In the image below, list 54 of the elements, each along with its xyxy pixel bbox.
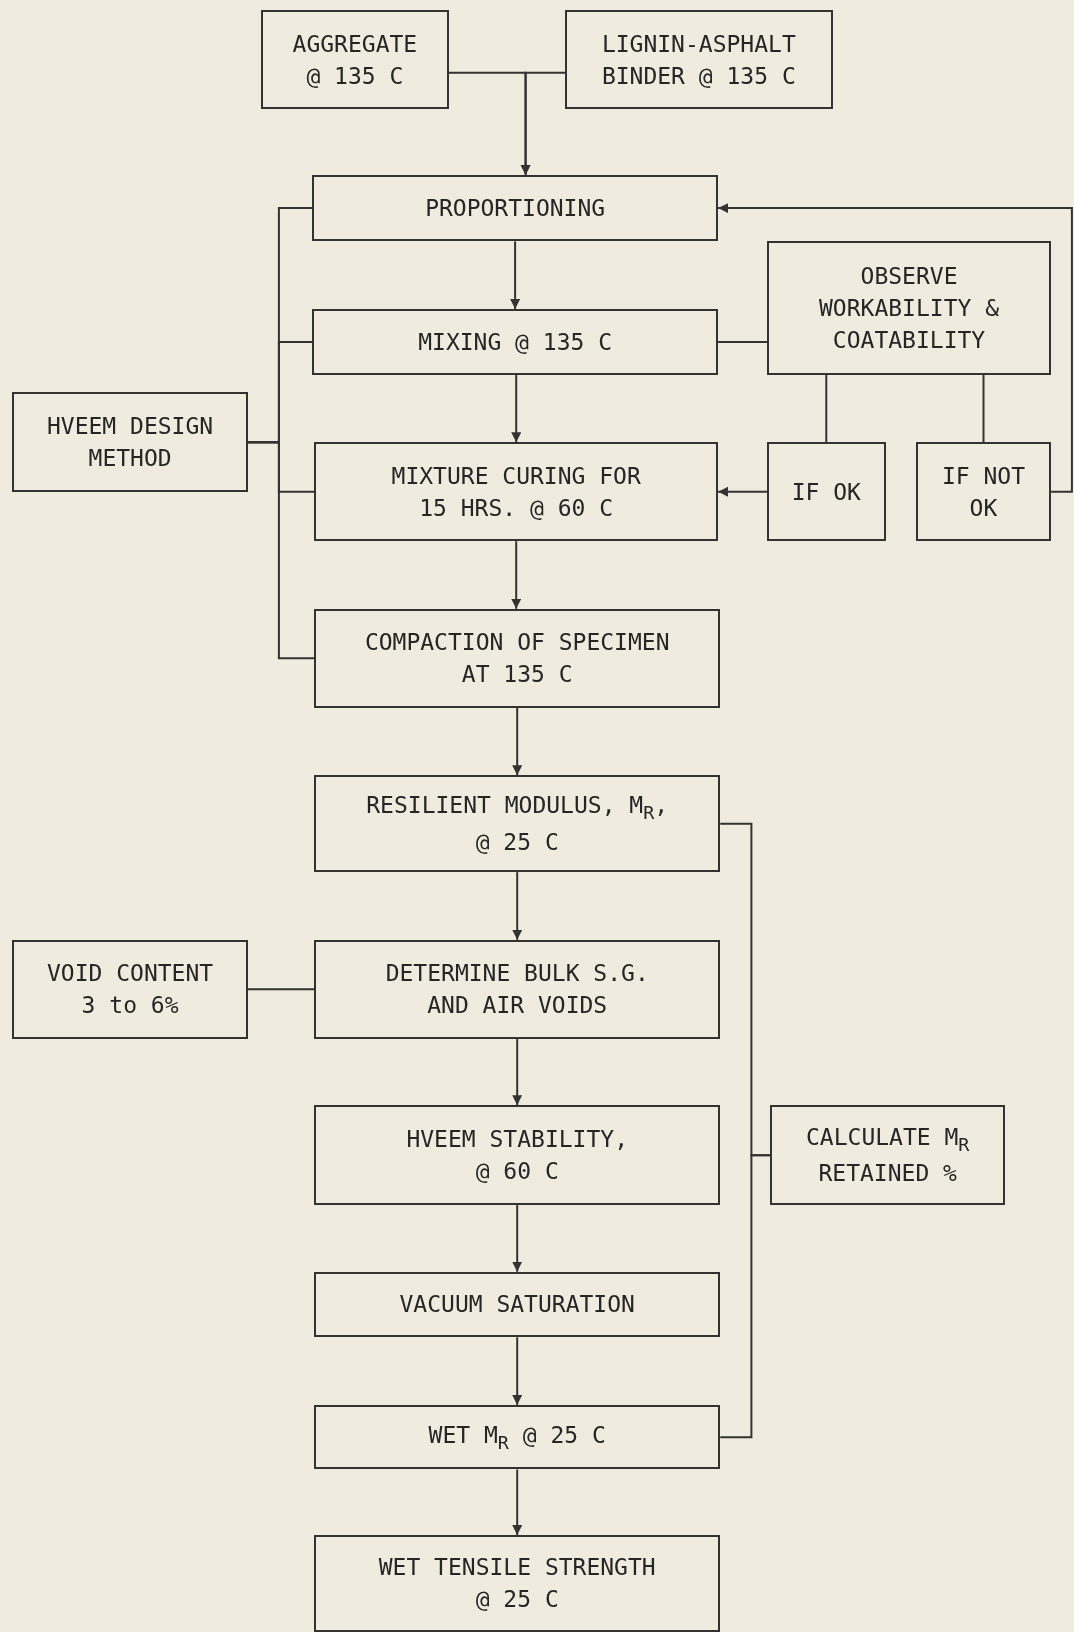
process-box: [565, 10, 833, 110]
arrow: [512, 706, 523, 777]
process-box: [314, 1535, 721, 1632]
box-text: RESILIENT MODULUS, M$_{R}$, @ 25 C: [365, 791, 670, 857]
box-text: WET M$_{R}$ @ 25 C: [428, 1421, 606, 1455]
arrow: [510, 240, 521, 311]
process-box: [314, 1271, 721, 1338]
process-box: [314, 1105, 721, 1206]
arrow: [717, 203, 1073, 493]
arrow: [717, 486, 768, 497]
box-text: MIXING @ 135 C: [418, 327, 613, 357]
connector-line: [246, 988, 316, 991]
box-text: IF NOT OK: [940, 461, 1026, 523]
process-box: [261, 10, 449, 110]
arrow: [512, 1468, 523, 1536]
connector-line: [246, 441, 316, 660]
process-box: [770, 1105, 1006, 1206]
box-text: PROPORTIONING: [425, 194, 606, 224]
connector-line: [982, 373, 985, 444]
box-text: WET TENSILE STRENGTH @ 25 C: [377, 1553, 657, 1615]
arrow: [512, 1204, 523, 1273]
process-box: [312, 174, 719, 242]
arrow: [511, 373, 522, 444]
process-box: [12, 392, 248, 493]
box-text: VACUUM SATURATION: [399, 1290, 635, 1320]
box-text: COMPACTION OF SPECIMEN AT 135 C: [363, 628, 671, 690]
arrow: [512, 1336, 523, 1406]
process-box: [314, 442, 719, 542]
box-text: HVEEM STABILITY, @ 60 C: [405, 1125, 629, 1187]
box-text: VOID CONTENT 3 to 6%: [46, 959, 215, 1021]
box-text: AGGREGATE @ 135 C: [291, 29, 419, 91]
arrow: [512, 1037, 523, 1107]
box-text: IF OK: [791, 477, 861, 507]
box-text: LIGNIN-ASPHALT BINDER @ 135 C: [600, 29, 797, 91]
arrow: [520, 71, 567, 176]
arrow: [511, 540, 522, 610]
box-text: CALCULATE M$_{R}$ RETAINED %: [805, 1122, 971, 1189]
box-text: OBSERVE WORKABILITY & COATABILITY: [818, 261, 1001, 356]
box-text: HVEEM DESIGN METHOD: [46, 412, 215, 474]
process-box: [12, 939, 248, 1039]
process-box: [314, 775, 721, 873]
process-box: [915, 442, 1052, 542]
connector-line: [825, 373, 828, 444]
process-box: [314, 1404, 721, 1470]
process-box: [767, 442, 886, 542]
box-text: DETERMINE BULK S.G. AND AIR VOIDS: [384, 959, 650, 1021]
process-box: [312, 309, 719, 375]
box-text: MIXTURE CURING FOR 15 HRS. @ 60 C: [390, 461, 642, 523]
arrow: [512, 871, 523, 941]
process-box: [314, 608, 721, 708]
process-box: [314, 939, 721, 1039]
connector-line: [717, 340, 768, 343]
process-box: [767, 241, 1052, 375]
connector-line: [719, 1154, 772, 1439]
